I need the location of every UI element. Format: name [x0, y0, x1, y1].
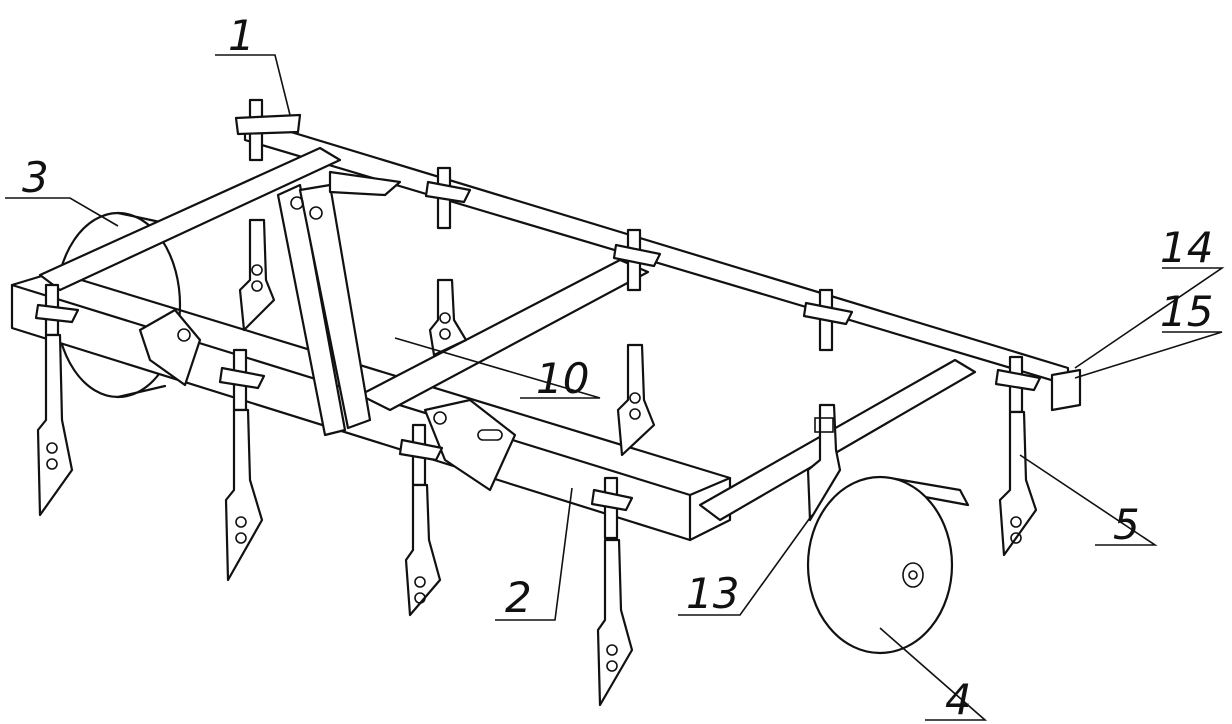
label-14: 14 [1160, 223, 1213, 272]
label-5: 5 [1113, 500, 1140, 549]
tine-front-4 [590, 476, 634, 707]
leader-lines [5, 54, 1225, 721]
label-4: 4 [945, 675, 972, 724]
lower-link-right [423, 398, 517, 492]
tine-rear-5 [994, 355, 1042, 557]
tine-front-2 [218, 348, 266, 582]
label-3: 3 [22, 153, 49, 202]
label-13: 13 [686, 569, 739, 618]
tine-rear-2 [424, 166, 472, 357]
tine-front-3 [398, 423, 444, 617]
lower-link-left [138, 308, 202, 387]
right-gauge-wheel [806, 475, 970, 655]
tine-rear-3 [612, 228, 662, 457]
label-2: 2 [505, 573, 532, 622]
label-1: 1 [228, 11, 255, 60]
part-labels: 1 2 3 4 5 10 13 14 15 [22, 11, 1213, 724]
tine-rear-1 [234, 98, 302, 332]
tine-front-1 [34, 283, 80, 517]
label-10: 10 [536, 354, 589, 403]
tine-rear-4 [802, 288, 854, 522]
hitch-tower [276, 170, 402, 437]
label-15: 15 [1160, 287, 1213, 336]
